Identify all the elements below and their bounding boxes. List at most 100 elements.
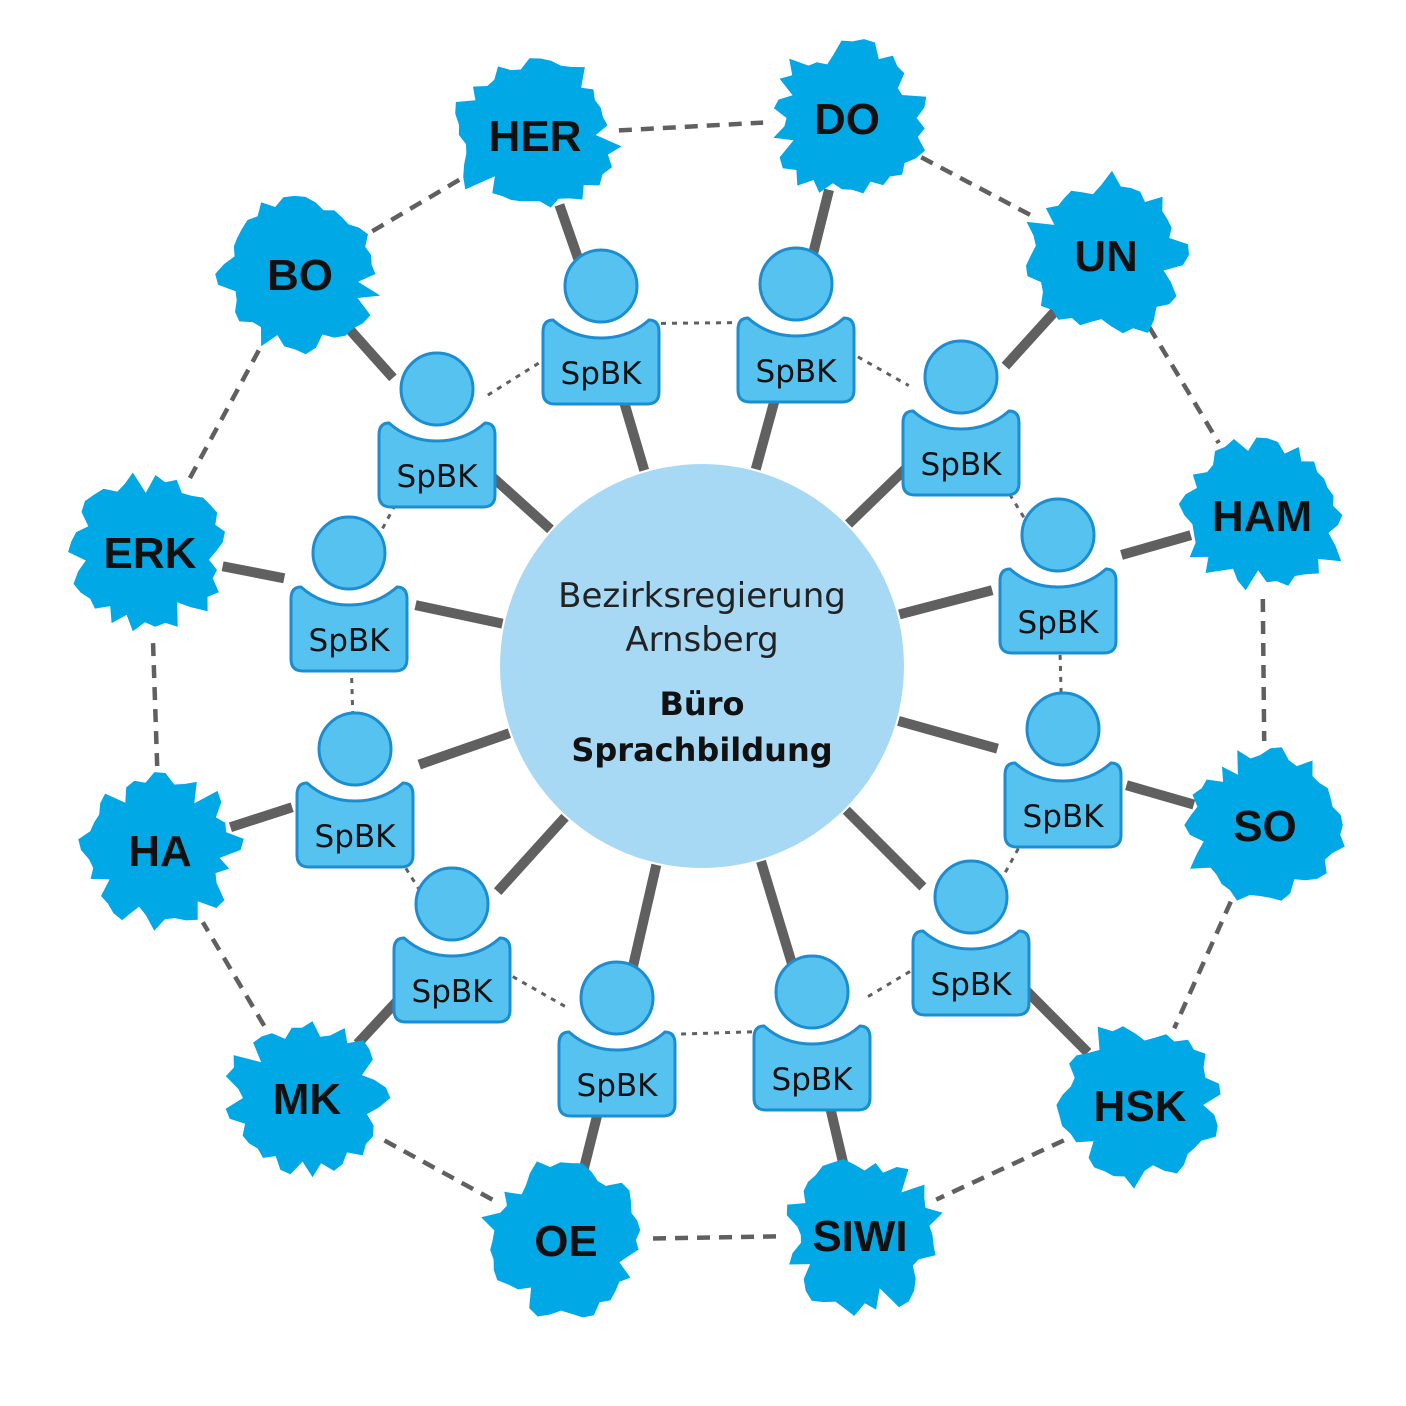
person-head-icon: [563, 248, 639, 324]
person-nodes: SpBK SpBK SpBK SpBK SpBK SpBK SpBK SpBK SpBK SpBK…: [289, 246, 1123, 1118]
region-label: DO: [814, 95, 880, 144]
person-node: SpBK: [289, 515, 409, 673]
person-icon: [377, 421, 497, 509]
outer-ring-segment: [935, 1138, 1065, 1202]
person-to-region-line: [807, 188, 834, 260]
person-label: SpBK: [1023, 799, 1105, 835]
person-icon: [541, 318, 661, 406]
person-icon: [901, 409, 1021, 497]
region-siwi: SIWI: [786, 1159, 943, 1316]
person-head-icon: [1020, 497, 1096, 573]
inner-ring-segment: [660, 321, 737, 325]
region-shape: [1056, 1026, 1221, 1189]
region-label: OE: [534, 1217, 598, 1266]
center-dept-line2: Sprachbildung: [571, 731, 832, 769]
region-label: SIWI: [812, 1212, 907, 1261]
inner-ring-segment: [503, 970, 566, 1008]
region-shape: [215, 195, 381, 355]
region-label: SO: [1233, 802, 1297, 851]
person-to-region-line: [554, 203, 584, 264]
person-head-icon: [923, 339, 999, 415]
center-to-person-line: [898, 585, 994, 620]
person-to-region-line: [1120, 530, 1193, 560]
region-shape: [225, 1021, 391, 1178]
center-org-line1: Bezirksregierung: [558, 576, 846, 616]
person-head-icon: [399, 351, 475, 427]
person-icon: [295, 781, 415, 869]
outer-ring-segment: [1147, 325, 1221, 445]
person-head-icon: [1025, 691, 1101, 767]
person-to-region-line: [1001, 306, 1061, 370]
center-to-person-line: [484, 468, 554, 534]
outer-ring-segment: [920, 155, 1033, 218]
person-node: SpBK: [998, 497, 1118, 655]
outer-ring-segment: [1172, 900, 1233, 1030]
person-icon: [1003, 761, 1123, 849]
region-shape: [455, 58, 622, 208]
person-to-region-line: [1125, 780, 1196, 810]
center-dept-line1: Büro: [660, 685, 745, 723]
person-node: SpBK: [1003, 691, 1123, 849]
person-label: SpBK: [921, 447, 1003, 483]
person-head-icon: [311, 515, 387, 591]
person-icon: [911, 929, 1031, 1017]
outer-ring-segment: [1260, 598, 1267, 742]
region-bo: BO: [215, 195, 381, 355]
center-to-person-line: [842, 806, 927, 891]
center-to-person-line: [417, 728, 512, 770]
person-icon: [289, 585, 409, 673]
person-node: SpBK: [392, 866, 512, 1024]
center-to-person-line: [756, 859, 798, 967]
person-label: SpBK: [1018, 605, 1100, 641]
person-icon: [998, 567, 1118, 655]
person-head-icon: [317, 711, 393, 787]
region-ham: HAM: [1178, 437, 1343, 591]
region-erk: ERK: [68, 472, 225, 632]
center-to-person-line: [414, 600, 504, 629]
person-head-icon: [758, 246, 834, 322]
region-label: BO: [267, 251, 333, 300]
person-node: SpBK: [557, 960, 677, 1118]
person-label: SpBK: [412, 974, 494, 1010]
inner-ring-segment: [487, 354, 551, 397]
outer-ring-segment: [371, 175, 464, 234]
outer-ring-segment: [200, 921, 267, 1027]
region-mk: MK: [225, 1021, 391, 1178]
outer-ring-segment: [379, 1136, 494, 1202]
region-label: HSK: [1094, 1082, 1187, 1131]
region-shape: [68, 472, 225, 632]
outer-ring-segment: [618, 120, 764, 133]
person-label: SpBK: [561, 356, 643, 392]
person-head-icon: [579, 960, 655, 1036]
region-shape: [773, 39, 927, 194]
person-icon: [392, 936, 512, 1024]
center-org-line2: Arnsberg: [625, 620, 778, 660]
person-node: SpBK: [752, 954, 872, 1112]
person-node: SpBK: [541, 248, 661, 406]
region-shape: [1026, 170, 1189, 334]
region-label: UN: [1074, 232, 1138, 281]
person-label: SpBK: [756, 354, 838, 390]
center-to-person-line: [493, 813, 569, 895]
region-label: HAM: [1212, 492, 1312, 541]
person-label: SpBK: [397, 459, 479, 495]
outer-dashed-ring: [150, 120, 1267, 1241]
center-to-person-line: [897, 716, 999, 754]
outer-ring-segment: [187, 346, 263, 480]
region-so: SO: [1184, 747, 1345, 901]
region-label: MK: [273, 1075, 342, 1124]
person-to-region-line: [228, 802, 294, 833]
center-to-person-line: [627, 863, 662, 971]
center-circle: [500, 464, 904, 868]
region-shape: [481, 1161, 641, 1318]
region-label: HA: [128, 827, 192, 876]
person-to-region-line: [221, 561, 286, 584]
person-label: SpBK: [772, 1062, 854, 1098]
person-node: SpBK: [377, 351, 497, 509]
inner-ring-segment: [676, 1030, 753, 1036]
region-shape: [786, 1159, 943, 1316]
person-node: SpBK: [911, 859, 1031, 1017]
person-node: SpBK: [736, 246, 856, 404]
inner-ring-segment: [862, 964, 921, 1001]
